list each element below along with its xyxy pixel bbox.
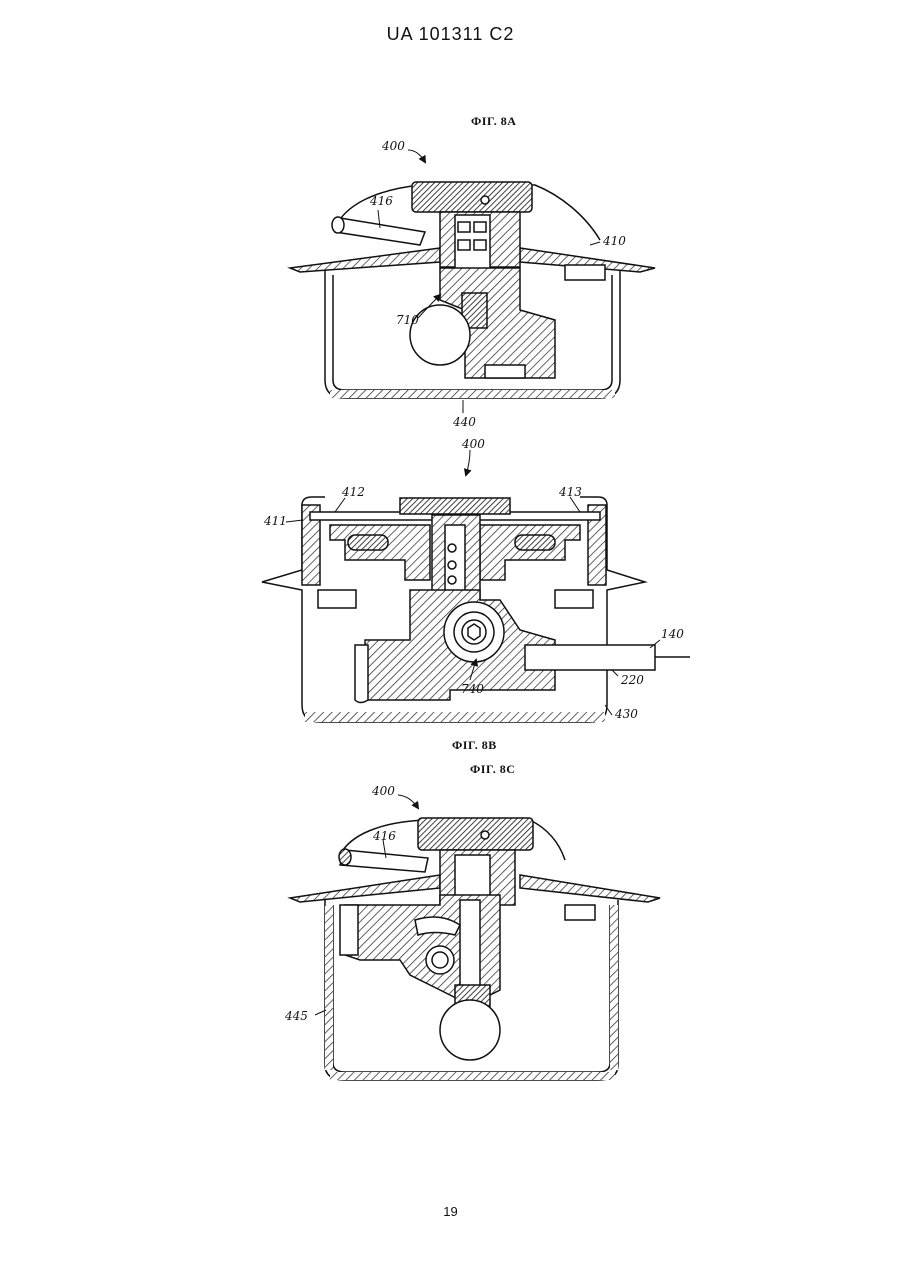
figure-8c-drawing bbox=[290, 818, 660, 1080]
ref-8b-430: 430 bbox=[614, 707, 638, 721]
ref-8a-710: 710 bbox=[396, 313, 419, 327]
ref-8a-410: 410 bbox=[602, 234, 626, 248]
ref-8c-416: 416 bbox=[372, 829, 396, 843]
ref-8b-140: 140 bbox=[661, 627, 684, 641]
ref-8b-413: 413 bbox=[558, 485, 582, 499]
ref-8b-411: 411 bbox=[263, 514, 287, 528]
ref-8b-400: 400 bbox=[461, 437, 485, 451]
figure-8a-drawing bbox=[290, 182, 655, 398]
ref-8c-400: 400 bbox=[371, 784, 395, 798]
ref-8c-445: 445 bbox=[284, 1009, 308, 1023]
ref-8a-400: 400 bbox=[381, 139, 405, 153]
ref-8b-740: 740 bbox=[461, 682, 484, 696]
ref-8b-412: 412 bbox=[341, 485, 365, 499]
ref-8b-220: 220 bbox=[620, 673, 644, 687]
page-number: 19 bbox=[0, 1204, 901, 1219]
ref-8a-440: 440 bbox=[452, 415, 476, 429]
ref-8a-416: 416 bbox=[369, 194, 393, 208]
